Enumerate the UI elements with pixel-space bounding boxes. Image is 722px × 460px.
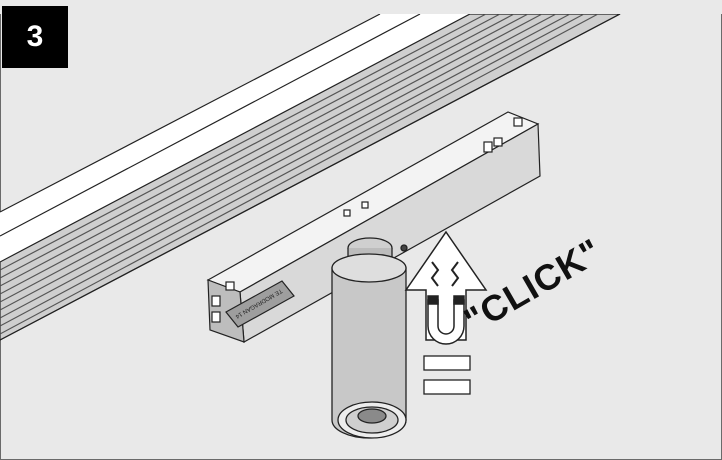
ceiling-track <box>0 13 621 341</box>
step-number-badge: 3 <box>2 6 68 68</box>
magnet-icon <box>427 295 465 345</box>
spotlight <box>331 237 408 439</box>
motion-bars <box>423 355 471 395</box>
magnetic-field-icon <box>430 261 460 287</box>
track-adapter <box>206 111 541 343</box>
